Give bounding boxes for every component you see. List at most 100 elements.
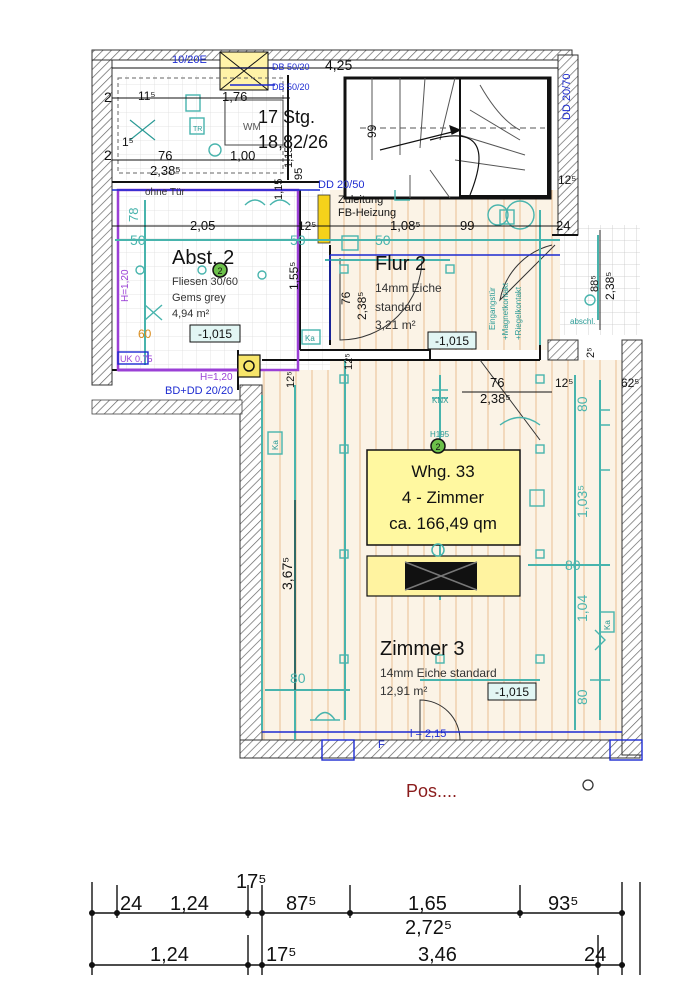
blue-lines (112, 67, 643, 761)
room-flur-level: -1,015 (435, 334, 469, 348)
apartment-label-box (366, 449, 521, 546)
riegel-label: +Riegelkontakt (514, 286, 523, 340)
room-zimmer-name: Zimmer 3 (380, 638, 464, 660)
uk075-label: UK 0,75 (120, 354, 153, 364)
duct-right-label: DD 20/70 (561, 74, 573, 120)
dim-155: 1,55⁵ (287, 262, 301, 290)
room-zimmer-floor: 14mm Eiche standard (380, 666, 497, 680)
stairs-steps: 17 Stg. (258, 107, 315, 127)
dim-425: 4,25 (325, 57, 352, 73)
dim-2b: 2 (104, 147, 112, 163)
dim-76c: 76 (490, 375, 504, 390)
dim-15: 1⁵ (122, 135, 134, 149)
room-abst-level-box (189, 324, 241, 343)
dim-125d: 12⁵ (555, 376, 573, 390)
dim-80c: 80 (574, 689, 590, 705)
duct-db1-label: DB 50/20 (272, 62, 310, 72)
room-flur-name: Flur 2 (375, 253, 426, 275)
dim-2a: 2 (104, 89, 112, 105)
wall-ledge (91, 399, 243, 415)
duct-zuleitung (317, 194, 331, 244)
room-badge-abst (212, 262, 228, 278)
ka-label-2: Ka (271, 440, 280, 450)
room-flur-floor2: standard (375, 300, 422, 314)
room-zimmer-level-box (487, 682, 537, 701)
dim-125b: 12⁵ (285, 371, 297, 388)
eingang-label: Eingangstür (488, 287, 497, 330)
ka-label-3: Ka (603, 620, 612, 630)
fb-heizung: FB-Heizung (338, 207, 396, 219)
chain-row3-2: 3,46 (418, 944, 457, 966)
stair-treads (360, 77, 549, 199)
dimension-chain-ticks (89, 910, 625, 968)
dim-95: 95 (293, 168, 305, 180)
dim-50a: 50 (130, 232, 146, 248)
small-circle-marker (582, 779, 594, 791)
room-flur-area: 3,21 m² (375, 318, 416, 332)
dim-125a: 12⁵ (298, 219, 316, 233)
wall-left-lower (239, 384, 263, 756)
stair-arrow (379, 125, 462, 151)
h120b-label: H=1,20 (200, 372, 233, 383)
dim-238d: 2,38⁵ (480, 391, 511, 406)
room-abst-floor: Fliesen 30/60 (172, 276, 238, 288)
room-flur-floor: 14mm Eiche (375, 281, 442, 295)
dim-25: 2⁵ (585, 347, 597, 358)
room-abst-floor2: Gems grey (172, 292, 226, 304)
dim-100: 1,00 (230, 148, 255, 163)
lamp-icon (431, 543, 445, 557)
dim-99: 99 (365, 124, 379, 138)
dim-80a: 80 (574, 396, 590, 412)
tr-label: TR (193, 126, 202, 133)
dim-238b: 2,38⁵ (355, 292, 369, 320)
dim-103: 1,03⁵ (574, 485, 590, 518)
ka-label-1: Ka (305, 334, 315, 343)
dim-125c: 12⁵ (343, 353, 355, 370)
room-flur-level-box (427, 331, 477, 350)
chain-row1-4: 1,65 (408, 893, 447, 915)
apartment-number: Whg. 33 (411, 462, 474, 481)
electrical-symbols (135, 94, 615, 721)
dim-76a: 76 (158, 148, 172, 163)
dim-24a: 24 (556, 218, 570, 233)
duct-bd (237, 354, 261, 378)
dim-80b: 80 (565, 557, 581, 573)
dim-885: 88⁵ (589, 275, 601, 292)
room-abst-name: Abst. 2 (172, 247, 234, 269)
dim-50b: 50 (290, 232, 306, 248)
duct-dd1-label: DD 20/50 (318, 179, 364, 191)
chain-row1-5: 93⁵ (548, 893, 579, 915)
h120-label: H=1,20 (120, 269, 131, 302)
room-badge-abst-label: 2 (217, 266, 222, 276)
dim-50c: 50 (375, 232, 391, 248)
wall-bottom (239, 739, 641, 759)
magnet-label: +Magnetkontakt (501, 282, 510, 340)
dim-115b: 1,15 (283, 147, 295, 168)
dim-115c: 1,15 (273, 179, 285, 200)
h195-label: H195 (430, 430, 450, 439)
dim-12: 12⁵ (558, 173, 576, 187)
f-label: F (378, 739, 385, 751)
dim-99b: 99 (460, 218, 474, 233)
i215-label: l = 2,15 (410, 728, 446, 740)
dim-104: 1,04 (574, 595, 590, 622)
chain-row3-1: 17⁵ (266, 944, 297, 966)
duct-bd-label: BD+DD 20/20 (165, 385, 233, 397)
wm-label: WM (243, 122, 261, 133)
chain-row1-2: 17⁵ (236, 871, 267, 893)
flur-floor (330, 190, 560, 350)
apartment-area: ca. 166,49 qm (389, 514, 497, 533)
dim-205: 2,05 (190, 218, 215, 233)
chain-row1-1: 1,24 (170, 893, 209, 915)
dimension-chain-lines (90, 882, 641, 975)
chain-row3-3: 24 (584, 944, 606, 966)
duct-db2-label: DB 50/20 (272, 82, 310, 92)
dim-176: 1,76 (222, 89, 247, 104)
wm-machine (224, 99, 284, 146)
room-abst-level: -1,015 (198, 327, 232, 341)
dim-60: 60 (138, 327, 152, 341)
room-abst-area: 4,94 m² (172, 308, 210, 320)
position-label: Pos.... (406, 781, 457, 801)
abschl-label: abschl. (570, 317, 595, 326)
